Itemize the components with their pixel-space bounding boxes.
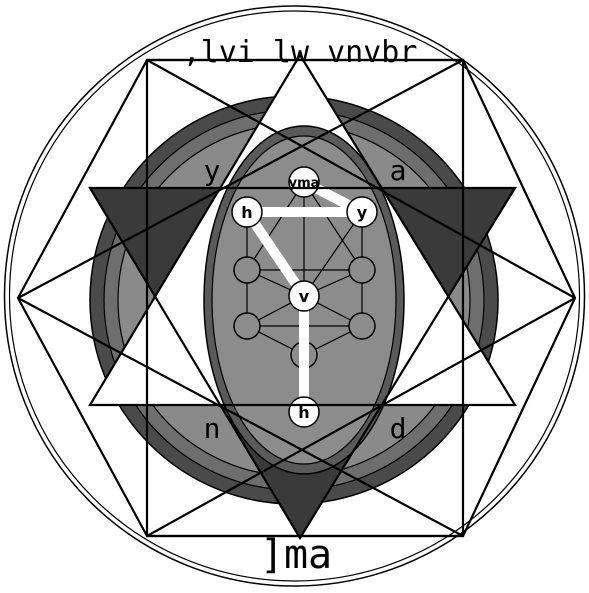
node-bottom: h (289, 397, 319, 427)
node-right-label: y (357, 203, 368, 222)
node-right: y (347, 197, 377, 227)
bottom-inscription: ]ma (260, 532, 332, 578)
sephirah-circle (349, 313, 375, 339)
top-inscription: ,lvi lw vnvbr (183, 35, 418, 70)
node-center-label: v (299, 287, 310, 306)
node-center: v (289, 281, 319, 311)
corner-letter-upper-left: y (204, 154, 221, 187)
sephirah-circle (349, 257, 375, 283)
sephirah-circle (234, 313, 260, 339)
corner-letter-lower-right: d (390, 412, 407, 445)
corner-letter-lower-left: n (204, 412, 221, 445)
sephirah-circle (234, 257, 260, 283)
corner-letter-upper-right: a (390, 154, 407, 187)
node-crown: yma (289, 167, 320, 197)
node-left-label: h (241, 203, 252, 222)
node-left: h (232, 197, 262, 227)
